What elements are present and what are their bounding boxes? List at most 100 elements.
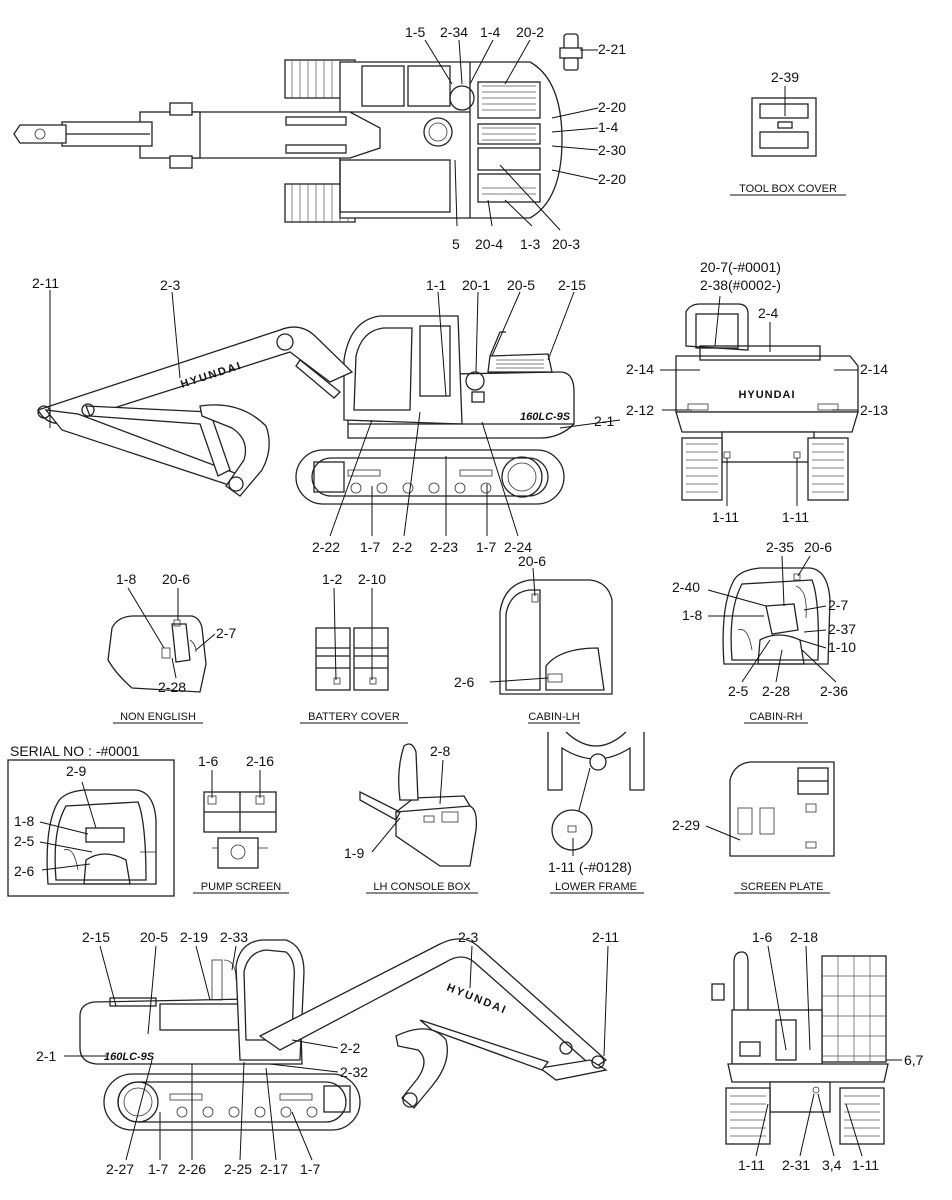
top-view-leaders bbox=[424, 39, 599, 231]
ref-label: 2-6 bbox=[454, 674, 474, 690]
ref-label: 2-34 bbox=[440, 24, 468, 40]
ref-label: 1-8 bbox=[14, 813, 34, 829]
ref-label: 2-7 bbox=[828, 597, 848, 613]
ref-label: 2-14 bbox=[860, 361, 888, 377]
side-rh-labels: 2-15 20-5 2-19 2-33 2-3 2-11 2-1 2-2 2-3… bbox=[36, 929, 619, 1177]
ref-label: 2-15 bbox=[82, 929, 110, 945]
ref-label: 2-40 bbox=[672, 579, 700, 595]
ref-label: 2-2 bbox=[340, 1040, 360, 1056]
ref-label: 1-8 bbox=[682, 607, 702, 623]
ref-label: 1-11 bbox=[712, 509, 739, 525]
ref-label: 2-27 bbox=[106, 1161, 134, 1177]
ref-label: 2-38(#0002-) bbox=[700, 277, 781, 293]
side-lh-leaders bbox=[49, 290, 621, 537]
ref-label: 1-1 bbox=[426, 277, 446, 293]
battery-cover-drawing bbox=[315, 627, 389, 691]
ref-label: 1-5 bbox=[405, 24, 425, 40]
pump-screen-drawing bbox=[203, 791, 277, 869]
ref-label: 20-5 bbox=[140, 929, 168, 945]
ref-label: 2-14 bbox=[626, 361, 654, 377]
ref-label: 2-33 bbox=[220, 929, 248, 945]
ref-label: 2-35 bbox=[766, 539, 794, 555]
ref-label: 2-20 bbox=[598, 171, 626, 187]
ref-label: 2-3 bbox=[160, 277, 180, 293]
side-lh-labels: 2-11 2-3 1-1 20-1 20-5 2-15 2-1 2-22 1-7… bbox=[32, 275, 614, 555]
ref-label: 20-1 bbox=[462, 277, 490, 293]
side-view-lh-drawing bbox=[37, 315, 575, 505]
non-english-leaders bbox=[127, 587, 216, 679]
serial-no-box bbox=[7, 759, 175, 897]
caption-lower-frame: LOWER FRAME bbox=[555, 881, 637, 893]
rear-leaders bbox=[660, 295, 858, 506]
ref-label: 2-3 bbox=[458, 929, 478, 945]
ref-label: 1-2 bbox=[322, 571, 342, 587]
screen-plate-drawing bbox=[729, 761, 835, 857]
cabin-rh-drawing bbox=[722, 567, 831, 665]
non-english-drawing bbox=[107, 615, 207, 693]
ref-label: 2-11 bbox=[592, 929, 619, 945]
ref-label: 2-6 bbox=[14, 863, 34, 879]
ref-label: 2-24 bbox=[504, 539, 532, 555]
ref-label: 1-11 (-#0128) bbox=[548, 859, 632, 875]
ref-label: 2-32 bbox=[340, 1064, 368, 1080]
ref-label: 6,7 bbox=[904, 1052, 924, 1068]
ref-label: 1-3 bbox=[520, 236, 540, 252]
ref-label: 1-7 bbox=[360, 539, 380, 555]
caption-pump-screen: PUMP SCREEN bbox=[201, 881, 282, 893]
ref-label: 2-11 bbox=[32, 275, 59, 291]
caption-cabin-lh: CABIN-LH bbox=[528, 711, 579, 723]
cabin-lh-drawing bbox=[499, 579, 613, 695]
ref-label: 2-10 bbox=[358, 571, 386, 587]
ref-label: 5 bbox=[452, 236, 460, 252]
ref-label: 2-31 bbox=[782, 1157, 810, 1173]
ref-label: 2-16 bbox=[246, 753, 274, 769]
ref-label: 1-7 bbox=[300, 1161, 320, 1177]
ref-label: 20-6 bbox=[518, 553, 546, 569]
ref-label: 2-28 bbox=[762, 683, 790, 699]
ref-label: 3,4 bbox=[822, 1157, 842, 1173]
ref-label: 1-7 bbox=[476, 539, 496, 555]
ref-label: 1-10 bbox=[828, 639, 856, 655]
model-decal-rh: 160LC-9S bbox=[104, 1051, 155, 1063]
side-rh-leaders bbox=[64, 945, 609, 1161]
lower-frame-drawing bbox=[547, 731, 645, 851]
ref-label: 1-7 bbox=[148, 1161, 168, 1177]
ref-label: 1-6 bbox=[198, 753, 218, 769]
ref-label: 1-4 bbox=[598, 119, 618, 135]
caption-screen-plate: SCREEN PLATE bbox=[741, 881, 824, 893]
ref-label: 2-30 bbox=[598, 142, 626, 158]
rear-labels: 20-7(-#0001) 2-38(#0002-) 2-4 2-14 2-14 … bbox=[626, 259, 888, 525]
model-decal: 160LC-9S bbox=[520, 411, 571, 423]
ref-label: 20-4 bbox=[475, 236, 503, 252]
ref-label: 2-37 bbox=[828, 621, 856, 637]
ref-label: 1-9 bbox=[344, 845, 364, 861]
ref-label: 2-5 bbox=[728, 683, 748, 699]
ref-label: 20-6 bbox=[804, 539, 832, 555]
front-leaders bbox=[755, 945, 902, 1157]
caption-non-english: NON ENGLISH bbox=[120, 711, 196, 723]
tool-box-cover-drawing bbox=[751, 86, 817, 157]
ref-label: 1-6 bbox=[752, 929, 772, 945]
ref-label: 1-11 bbox=[852, 1157, 879, 1173]
rear-view-drawing bbox=[675, 303, 859, 501]
ref-label: 2-15 bbox=[558, 277, 586, 293]
ref-label: 2-12 bbox=[626, 402, 654, 418]
ref-label: 2-8 bbox=[430, 743, 450, 759]
ref-label: 2-9 bbox=[66, 763, 86, 779]
ref-label: 2-39 bbox=[771, 69, 799, 85]
ref-label: 20-7(-#0001) bbox=[700, 259, 781, 275]
ref-label: 2-22 bbox=[312, 539, 340, 555]
ref-label: 1-11 bbox=[738, 1157, 765, 1173]
ref-label: 2-26 bbox=[178, 1161, 206, 1177]
top-view-drawing bbox=[13, 59, 563, 223]
side-view-rh-drawing bbox=[79, 938, 608, 1131]
caption-tool-box-cover: TOOL BOX COVER bbox=[739, 183, 837, 195]
front-view-drawing bbox=[711, 951, 889, 1145]
filter-detail-icon bbox=[559, 33, 598, 71]
ref-label: 2-17 bbox=[260, 1161, 288, 1177]
serial-cabin-drawing bbox=[46, 789, 157, 885]
ref-label: 2-28 bbox=[158, 679, 186, 695]
ref-label: 20-6 bbox=[162, 571, 190, 587]
ref-label: 2-36 bbox=[820, 683, 848, 699]
